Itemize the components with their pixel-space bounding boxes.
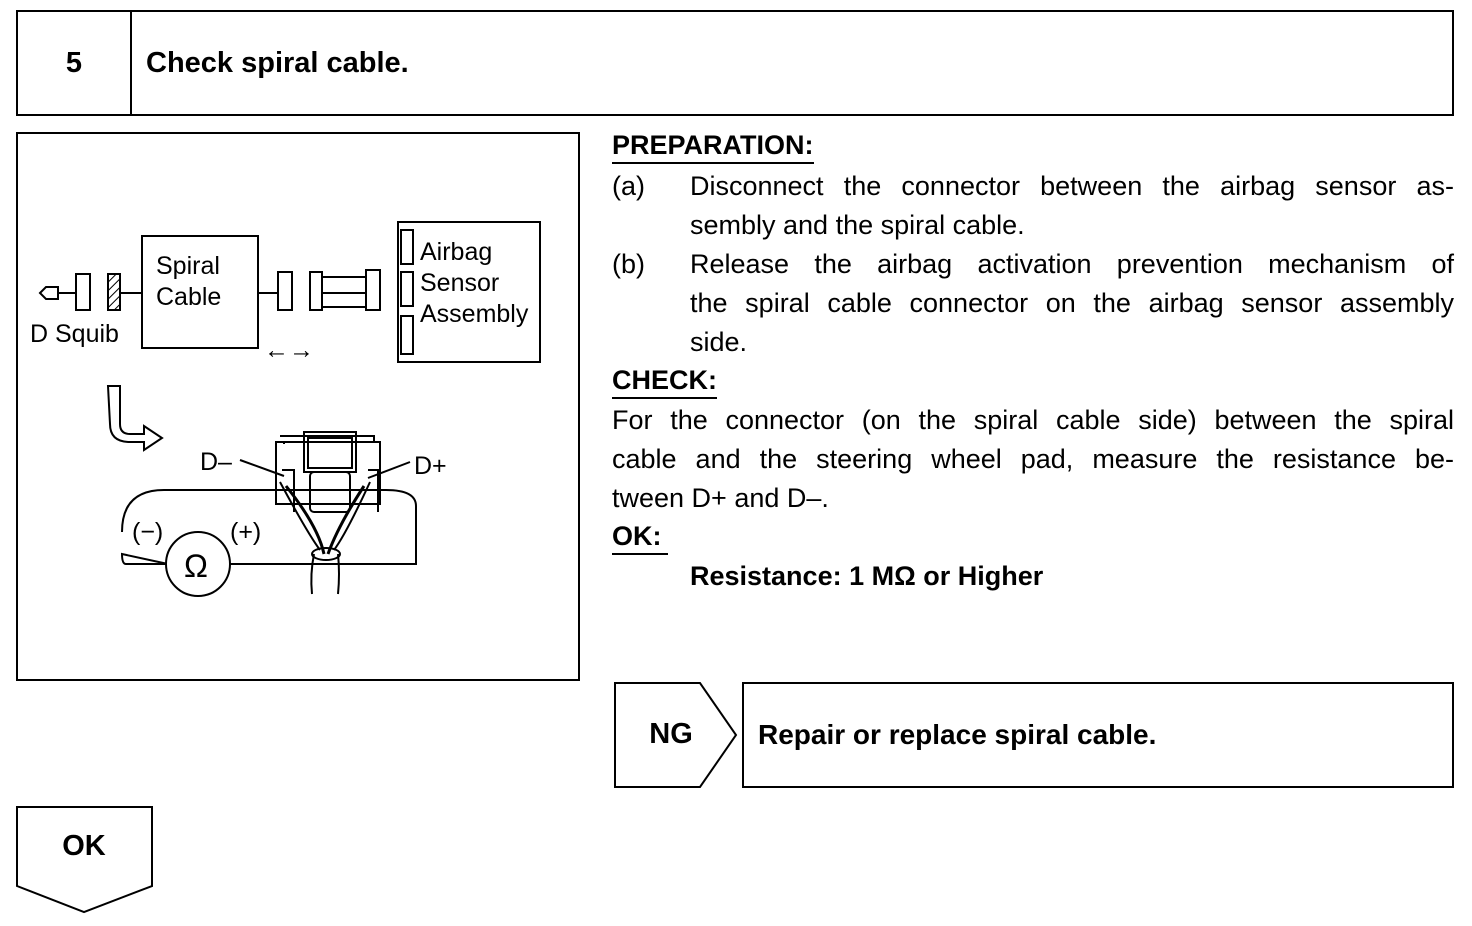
prep-item-b-marker: (b) — [612, 249, 645, 279]
sensor-label: Sensor — [420, 269, 499, 297]
step-header: 5 Check spiral cable. — [16, 10, 1454, 116]
prep-item-a-line1: Disconnect the connector between the air… — [690, 171, 1454, 201]
squib-connector — [75, 273, 91, 311]
prep-item-b-line1: Release the airbag activation prevention… — [690, 249, 1454, 279]
check-heading: CHECK: — [612, 363, 717, 399]
ng-action-box: Repair or replace spiral cable. — [742, 682, 1454, 788]
hatched-connector — [107, 273, 121, 311]
ohmmeter-circle — [165, 531, 231, 597]
d-squib-label: D Squib — [30, 320, 119, 348]
assembly-label: Assembly — [420, 300, 529, 328]
ng-label: NG — [649, 717, 693, 750]
prep-item-a-line2: sembly and the spiral cable. — [690, 210, 1025, 240]
prep-item-b-line2: the spiral cable connector on the airbag… — [690, 288, 1454, 318]
ok-flow-label: OK — [62, 829, 106, 862]
step-title: Check spiral cable. — [146, 46, 409, 79]
step-number: 5 — [18, 12, 132, 114]
sensor-side-connector — [365, 269, 381, 311]
check-line1: For the connector (on the spiral cable s… — [612, 405, 1454, 435]
d-plus-label: D+ — [414, 452, 447, 480]
spiral-label: Spiral — [156, 252, 220, 280]
ng-action-text: Repair or replace spiral cable. — [758, 719, 1157, 750]
ng-arrow-box — [614, 682, 738, 788]
prep-item-b-line3: side. — [690, 327, 748, 357]
ohm-icon: Ω — [184, 548, 208, 584]
plus-lead-label: (+) — [230, 518, 261, 546]
spiral-connector-out — [277, 271, 293, 311]
spiral-cable-diagram: D Squib Spiral Cable Airbag Sensor Assem… — [30, 221, 541, 597]
ok-heading: OK: — [612, 519, 668, 555]
d-minus-label: D– — [200, 448, 232, 476]
illustration-panel: D Squib Spiral Cable Airbag Sensor Assem… — [16, 132, 580, 681]
ok-spec: Resistance: 1 MΩ or Higher — [690, 561, 1044, 591]
disconnect-arrows: ←→ — [264, 336, 314, 364]
meter-lead-loop — [120, 489, 417, 565]
airbag-label: Airbag — [420, 238, 492, 266]
ok-arrow-box — [16, 806, 153, 914]
cable-label: Cable — [156, 283, 221, 311]
minus-lead-label: (−) — [132, 518, 163, 546]
bent-arrow — [106, 385, 164, 452]
prep-item-a-marker: (a) — [612, 171, 645, 201]
check-line2: cable and the steering wheel pad, measur… — [612, 444, 1454, 474]
squib-connector-tip — [38, 286, 59, 300]
preparation-heading: PREPARATION: — [612, 128, 814, 164]
mating-connector — [309, 271, 323, 311]
check-line3: tween D+ and D–. — [612, 483, 829, 513]
airbag-sensor-box — [397, 221, 541, 363]
